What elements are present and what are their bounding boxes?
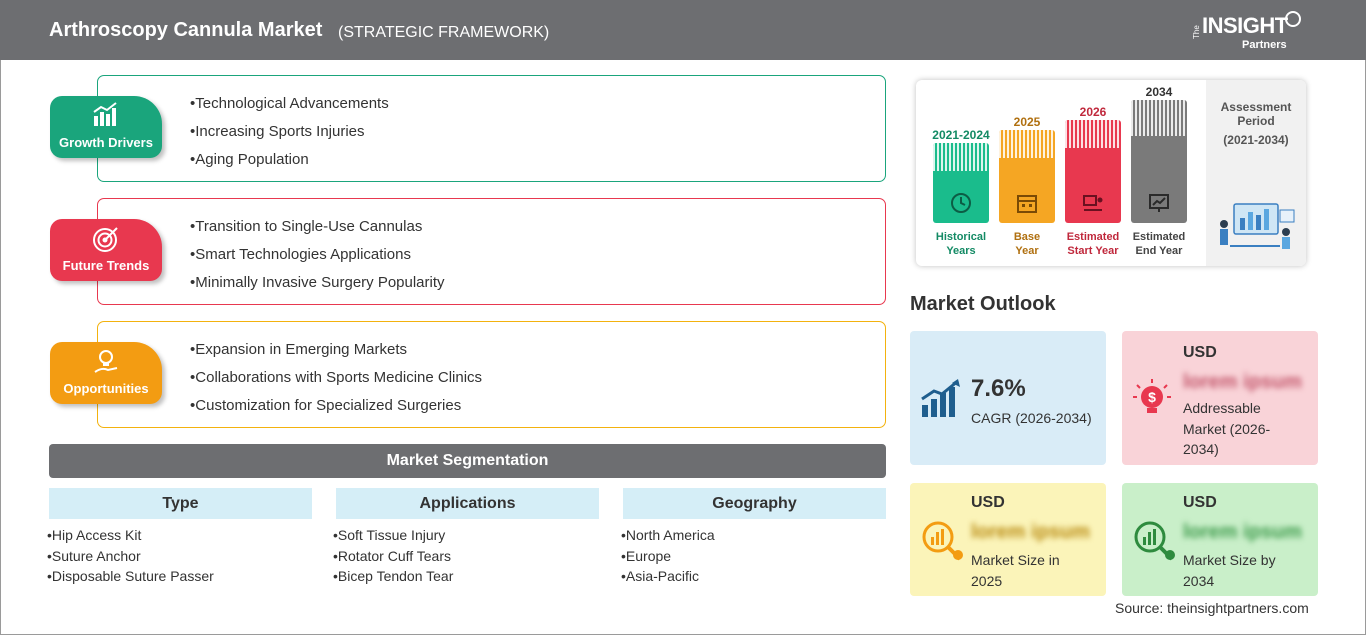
size-2025-value-blurred: lorem ipsum <box>971 521 1090 543</box>
future-trends-label: Future Trends <box>62 258 150 273</box>
list-item: Technological Advancements <box>190 90 388 118</box>
opportunities-badge: Opportunities <box>50 342 162 404</box>
list-item: Smart Technologies Applications <box>190 241 445 269</box>
cagr-label: CAGR (2026-2034) <box>971 410 1092 426</box>
list-item: Hip Access Kit <box>47 525 214 546</box>
opportunities-box: Expansion in Emerging Markets Collaborat… <box>97 321 886 428</box>
segment-heading-applications: Applications <box>336 488 599 519</box>
insight-partners-logo: The INSIGHT Partners <box>1192 9 1312 53</box>
segment-heading-type: Type <box>49 488 312 519</box>
list-item: Asia-Pacific <box>621 566 715 587</box>
growth-drivers-box: Technological Advancements Increasing Sp… <box>97 75 886 182</box>
timeline-year: 2021-2024 <box>932 128 990 142</box>
target-icon <box>93 227 118 252</box>
list-item: Collaborations with Sports Medicine Clin… <box>190 364 482 392</box>
segmentation-title: Market Segmentation <box>49 444 886 478</box>
magnifier-chart-icon <box>1134 521 1175 561</box>
cagr-value: 7.6% <box>971 375 1026 402</box>
list-item: Rotator Cuff Tears <box>333 546 453 567</box>
history-icon <box>951 193 971 213</box>
size-2034-value-blurred: lorem ipsum <box>1183 521 1302 543</box>
monitor-chart-icon <box>1149 194 1169 212</box>
size-2025-currency: USD <box>971 494 1005 511</box>
list-item: Minimally Invasive Surgery Popularity <box>190 269 444 297</box>
list-item: Transition to Single-Use Cannulas <box>190 213 445 241</box>
list-item: Disposable Suture Passer <box>47 566 214 587</box>
segment-list-applications: Soft Tissue Injury Rotator Cuff Tears Bi… <box>333 525 453 587</box>
header-bar: Arthroscopy Cannula Market (STRATEGIC FR… <box>0 0 1366 60</box>
lightbulb-hand-icon <box>94 350 118 373</box>
analytics-illustration-icon <box>1220 203 1295 249</box>
list-item: Suture Anchor <box>47 546 214 567</box>
list-item: Increasing Sports Injuries <box>190 118 389 146</box>
future-trends-badge: Future Trends <box>50 219 162 281</box>
lightbulb-dollar-icon: $ <box>1133 379 1171 413</box>
timeline-year: 2025 <box>1013 115 1041 129</box>
opportunities-label: Opportunities <box>63 381 149 396</box>
svg-text:$: $ <box>1148 389 1156 405</box>
addressable-currency: USD <box>1183 344 1217 361</box>
assessment-range: (2021-2034) <box>1223 133 1289 147</box>
segment-list-type: Hip Access Kit Suture Anchor Disposable … <box>47 525 214 587</box>
future-trends-list: Transition to Single-Use Cannulas Smart … <box>190 213 445 297</box>
growth-drivers-label: Growth Drivers <box>59 135 153 150</box>
magnifier-chart-icon <box>922 521 963 561</box>
opportunities-list: Expansion in Emerging Markets Collaborat… <box>190 336 482 420</box>
market-outlook-title: Market Outlook <box>910 293 1056 315</box>
growth-drivers-list: Technological Advancements Increasing Sp… <box>190 90 389 174</box>
growth-chart-icon <box>921 379 960 417</box>
list-item: Customization for Specialized Surgeries <box>190 392 482 420</box>
growth-drivers-badge: Growth Drivers <box>50 96 162 158</box>
page-title: Arthroscopy Cannula Market <box>49 19 323 41</box>
segment-heading-geography: Geography <box>623 488 886 519</box>
cagr-card: 7.6% CAGR (2026-2034) <box>910 331 1106 465</box>
segment-list-geography: North America Europe Asia-Pacific <box>621 525 715 587</box>
list-item: Soft Tissue Injury <box>333 525 453 546</box>
page-subtitle: (STRATEGIC FRAMEWORK) <box>338 24 550 41</box>
list-item: Europe <box>621 546 715 567</box>
addressable-value-blurred: lorem ipsum <box>1183 371 1302 393</box>
list-item: Aging Population <box>190 146 389 174</box>
source-text: Source: theinsightpartners.com <box>1115 600 1309 616</box>
list-item: Bicep Tendon Tear <box>333 566 453 587</box>
size-2034-currency: USD <box>1183 494 1217 511</box>
list-item: North America <box>621 525 715 546</box>
timeline-year: 2034 <box>1145 85 1173 99</box>
logo-ring-icon <box>1285 11 1301 27</box>
presentation-icon <box>1083 195 1103 211</box>
calendar-icon <box>1017 195 1037 213</box>
list-item: Expansion in Emerging Markets <box>190 336 482 364</box>
future-trends-box: Transition to Single-Use Cannulas Smart … <box>97 198 886 305</box>
timeline-year: 2026 <box>1079 105 1107 119</box>
bar-chart-icon <box>93 102 117 126</box>
